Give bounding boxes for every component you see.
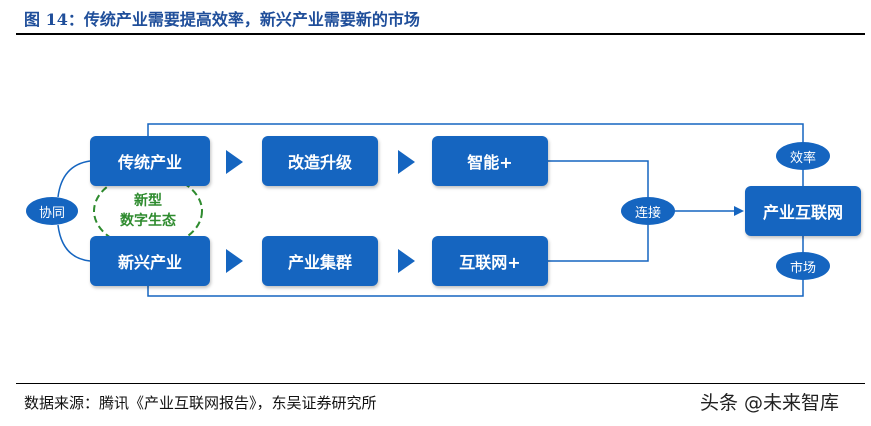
node-emerging-industry: 新兴产业 xyxy=(90,236,210,286)
ecosystem-label: 新型 数字生态 xyxy=(100,191,196,231)
ecosystem-line1: 新型 xyxy=(134,193,162,209)
node-smart-plus: 智能+ xyxy=(432,136,548,186)
top-rule xyxy=(16,33,865,35)
node-reform-upgrade: 改造升级 xyxy=(262,136,378,186)
synergy-curve-top xyxy=(57,160,91,198)
pill-market: 市场 xyxy=(776,252,830,280)
arrow-triangle xyxy=(398,150,415,174)
bottom-rule xyxy=(16,383,865,384)
figure-title: 图 14：传统产业需要提高效率，新兴产业需要新的市场 xyxy=(24,10,420,29)
synergy-curve-bottom xyxy=(57,224,91,262)
connect-arrowhead xyxy=(734,206,744,216)
node-industry-cluster: 产业集群 xyxy=(262,236,378,286)
internet-to-connect-line xyxy=(548,225,649,262)
arrow-triangle xyxy=(226,249,243,273)
node-traditional-industry: 传统产业 xyxy=(90,136,210,186)
ecosystem-line2: 数字生态 xyxy=(120,213,176,229)
arrow-triangle xyxy=(226,150,243,174)
pill-connect: 连接 xyxy=(621,197,675,225)
node-industrial-internet: 产业互联网 xyxy=(745,186,861,236)
arrow-triangle xyxy=(398,249,415,273)
watermark: 头条 @未来智库 xyxy=(700,392,840,414)
source-note: 数据来源：腾讯《产业互联网报告》，东吴证券研究所 xyxy=(24,394,377,412)
pill-synergy: 协同 xyxy=(26,197,78,225)
smart-to-connect-line xyxy=(548,160,649,197)
node-internet-plus: 互联网+ xyxy=(432,236,548,286)
pill-efficiency: 效率 xyxy=(776,142,830,170)
